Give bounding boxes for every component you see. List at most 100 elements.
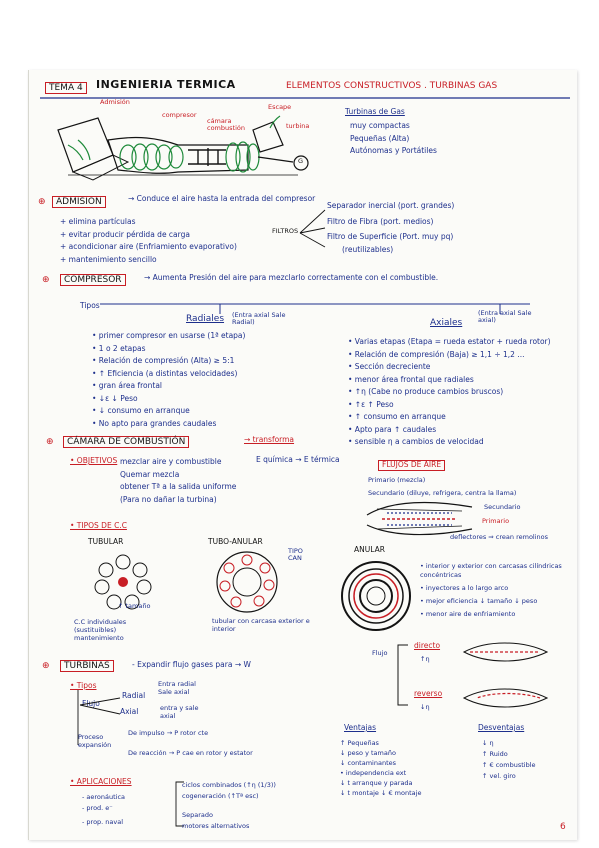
anular-title: ANULAR (354, 545, 385, 554)
tubular-diagram (94, 554, 152, 610)
camara-label: CÁMARA DE COMBUSTIÓN (63, 436, 190, 449)
aplicacion-detail: cogeneración (↑Tª esc) (182, 792, 259, 800)
axiales-note: (Entra axial Sale axial) (478, 309, 532, 325)
admision-list: + elimina partículas + evitar producir p… (60, 216, 237, 266)
objetivo-item: mezclar aire y combustible (120, 457, 222, 466)
turbinas-label: TURBINAS (60, 660, 114, 673)
axial-item: • Relación de compresión (Baja) ≥ 1,1 ÷ … (348, 349, 525, 359)
objetivos-list: mezclar aire y combustible Quemar mezcla… (120, 456, 236, 506)
desventaja-item: ↓ η (482, 739, 494, 747)
desventaja-item: ↑ € combustible (482, 761, 536, 769)
tubo-anular-note: tubular con carcasa exterior e interior (212, 617, 310, 633)
axial-item: • ↑ consumo en arranque (348, 412, 446, 421)
desventajas-title: Desventajas (478, 723, 525, 732)
flujo-item: Primario (mezcla) (368, 476, 426, 484)
ventaja-item: ↓ peso y tamaño (340, 749, 396, 757)
tipos-cc-title: • TIPOS DE C.C (70, 521, 127, 530)
aplicacion-detail: ciclos combinados (↑η (1/3)) (182, 781, 276, 789)
flujo-directo-eff: ↑η (420, 655, 430, 663)
flujo-label: Flujo (372, 649, 388, 657)
notebook-page (28, 70, 577, 840)
aplicacion-item: - prop. naval (82, 818, 124, 826)
axiales-list: • Varias etapas (Etapa = rueda estator +… (348, 336, 551, 449)
tema-label: TEMA 4 (45, 82, 87, 95)
objetivo-item: (Para no dañar la turbina) (120, 494, 217, 504)
course-title: INGENIERIA TERMICA (96, 78, 236, 91)
anular-note: • mejor eficiencia ↓ tamaño ↓ peso (420, 597, 538, 605)
ventajas-title: Ventajas (344, 723, 377, 732)
radial-item: • gran área frontal (92, 381, 163, 390)
turbinas-tipos-bracket (77, 690, 121, 745)
proceso-expansion: Proceso expansión (78, 733, 112, 749)
label-admision: Admisión (100, 98, 130, 106)
radial-note: Entra radial Sale axial (158, 680, 196, 696)
axial-item: • ↑ε ↑ Peso (348, 399, 394, 409)
proceso-reaccion: De reacción → P cae en rotor y estator (128, 749, 253, 757)
axial-item: • menor área frontal que radiales (348, 374, 474, 384)
tubo-anular-diagram (216, 551, 278, 613)
anular-notes: • interior y exterior con carcasas cilín… (420, 562, 570, 619)
turbinas-gas-item: Autónomas y Portátiles (350, 146, 437, 155)
flujo-item: Secundario (diluye, refrigera, centra la… (368, 488, 517, 497)
ventaja-item: • independencia ext (340, 769, 407, 777)
combustion-chamber-diagram (366, 501, 473, 536)
compresor-desc: → Aumenta Presión del aire para mezclarl… (144, 273, 439, 282)
admision-desc: → Conduce el aire hasta la entrada del c… (128, 194, 316, 203)
turbinas-gas-item: Pequeñas (Alta) (350, 133, 410, 143)
axial-note: entra y sale axial (160, 704, 199, 720)
turbina-axial: Axial (120, 707, 139, 716)
anular-note: • interior y exterior con carcasas cilín… (420, 562, 562, 579)
label-escape: Escape (268, 103, 292, 111)
camara-transform: E química → E térmica (256, 455, 340, 464)
radial-item: • ↓ε ↓ Peso (92, 393, 138, 403)
axial-item: • Apto para ↑ caudales (348, 424, 437, 434)
page-number: 6 (560, 822, 566, 832)
radial-item: • primer compresor en usarse (1ª etapa) (92, 331, 246, 340)
radial-item: • No apto para grandes caudales (92, 418, 217, 428)
filtros-list: Separador inercial (port. grandes) Filtr… (327, 200, 454, 256)
flujo-diagrams (462, 642, 549, 708)
objetivo-item: Quemar mezcla (120, 469, 180, 479)
compresor-label: COMPRESOR (60, 274, 126, 287)
compresor-branch-line (100, 303, 530, 314)
ventaja-item: ↓ t montaje ↓ € montaje (340, 789, 422, 797)
ventajas-list: ↑ Pequeñas ↓ peso y tamaño ↓ contaminant… (340, 738, 421, 798)
filtro-item: Filtro de Superficie (Port. muy pq) (327, 232, 454, 241)
desventajas-list: ↓ η ↑ Ruido ↑ € combustible ↑ vel. giro (482, 738, 536, 782)
objetivo-item: obtener Tª a la salida uniforme (120, 482, 237, 491)
flujos-title: FLUJOS DE AIRE (378, 460, 446, 471)
axiales-title: Axiales (430, 318, 463, 328)
tubular-title: TUBULAR (88, 537, 124, 546)
section-bullet-icon: ⊕ (38, 197, 46, 207)
tubular-note-size: ↑ tamaño (118, 602, 151, 610)
section-bullet-icon: ⊕ (46, 437, 54, 447)
turbine-diagram (57, 115, 309, 181)
aplicacion-detail: Separado (182, 811, 213, 819)
radial-item: • ↑ Eficiencia (a distintas velocidades) (92, 368, 238, 378)
axial-item: • Sección decreciente (348, 362, 431, 371)
filtros-arrows (299, 209, 326, 248)
proceso-impulso: De impulso → P rotor cte (128, 729, 209, 737)
anular-note: • inyectores a lo largo arco (420, 584, 509, 592)
compresor-tipos: Tipos (80, 301, 100, 310)
radial-item: • 1 o 2 etapas (92, 343, 146, 353)
flujo-bracket (397, 644, 408, 706)
camara-desc: → transforma (244, 435, 295, 444)
tubular-note-cc: C.C individuales (sustituibles) mantenim… (74, 618, 127, 642)
radiales-note: (Entra axial Sale Radial) (232, 311, 286, 327)
anular-note: • menor aire de enfriamiento (420, 610, 516, 618)
section-bullet-icon: ⊕ (42, 275, 50, 285)
flujo-reverso-eff: ↓η (420, 703, 430, 711)
admision-item: + evitar producir pérdida de carga (60, 229, 190, 239)
flujo-directo: directo (414, 641, 441, 650)
turbinas-tipos: • Tipos (70, 681, 97, 690)
filtro-item: Filtro de Fibra (port. medios) (327, 216, 434, 226)
axial-item: • sensible η a cambios de velocidad (348, 437, 484, 446)
header-underline (40, 97, 570, 99)
desventaja-item: ↑ Ruido (482, 750, 508, 758)
deflectores-note: deflectores ⇒ crean remolinos (450, 533, 549, 541)
label-camara: cámara combustión (207, 117, 245, 132)
admision-item: + elimina partículas (60, 217, 136, 226)
aplicaciones-bracket (175, 781, 184, 827)
turbina-radial: Radial (122, 691, 146, 700)
